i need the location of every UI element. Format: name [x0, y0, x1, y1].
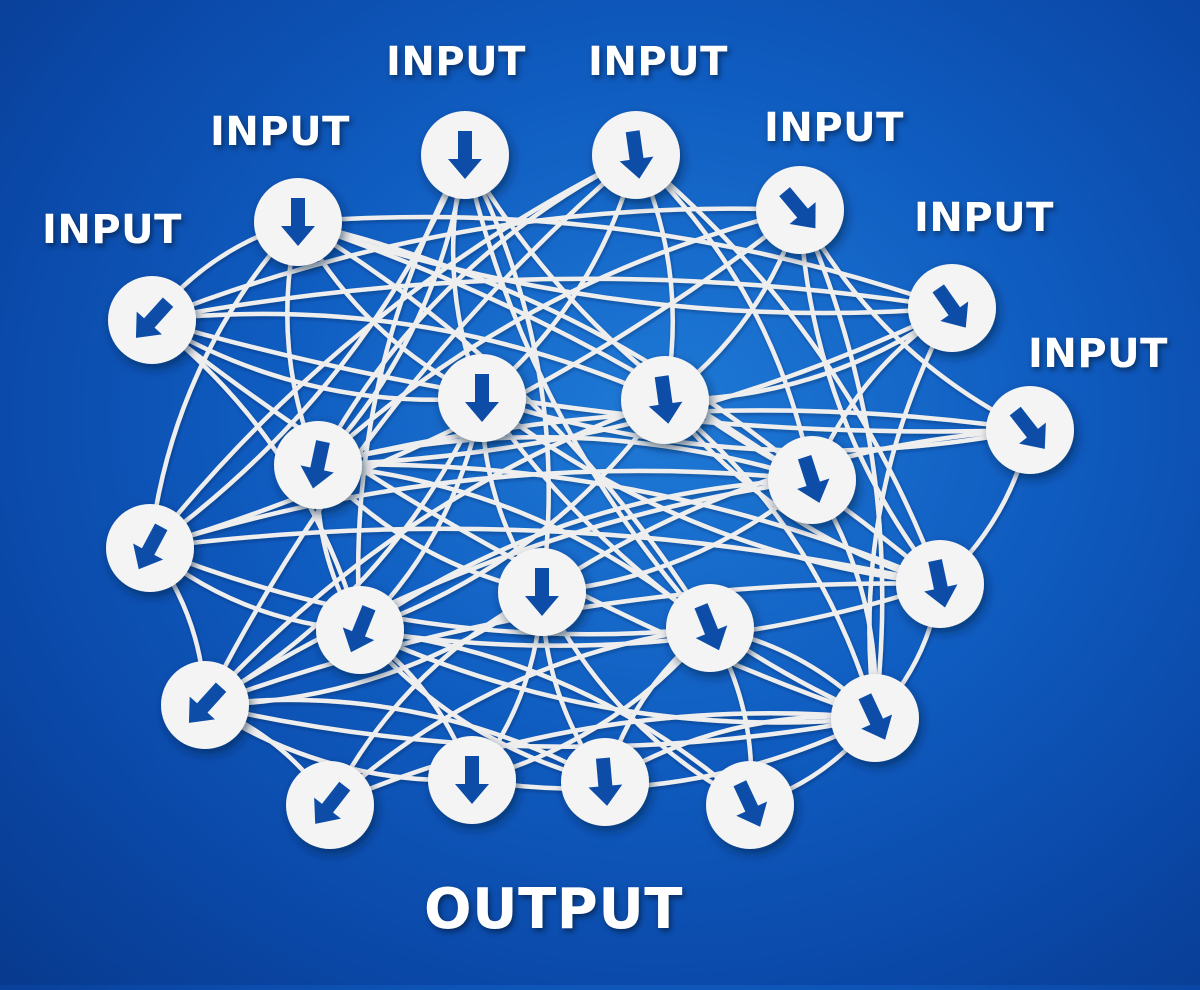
connection-line [357, 627, 753, 808]
hidden-node [831, 674, 919, 762]
hidden-node [666, 584, 754, 672]
output-label: OUTPUT [424, 877, 683, 942]
down-arrow-icon [797, 455, 830, 503]
hidden-node [438, 354, 526, 442]
connection-line [315, 462, 713, 631]
connection-line [147, 152, 639, 551]
input-label: INPUT [914, 195, 1054, 241]
connection-line [327, 625, 713, 808]
connection-line [202, 697, 608, 785]
down-arrow-icon [342, 605, 376, 653]
connection-line [867, 305, 955, 721]
connection-line [149, 311, 668, 403]
connection-line [149, 317, 878, 721]
down-arrow-icon [281, 198, 315, 246]
connection-line [327, 711, 878, 808]
connection-line [147, 545, 713, 637]
down-arrow-icon [135, 297, 174, 338]
input-node [254, 178, 342, 266]
output-node [428, 736, 516, 824]
hidden-node [621, 356, 709, 444]
input-label: INPUT [386, 39, 526, 85]
connection-line [662, 305, 955, 403]
connection-line [202, 397, 668, 708]
down-arrow-icon [932, 284, 969, 328]
connection-line [147, 468, 815, 551]
output-node [561, 738, 649, 826]
down-arrow-icon [779, 187, 816, 229]
connection-line [295, 219, 815, 483]
input-node [756, 166, 844, 254]
input-label: INPUT [210, 109, 350, 155]
hidden-node [896, 540, 984, 628]
connection-line [202, 477, 815, 708]
connection-line [147, 526, 943, 587]
input-node [592, 111, 680, 199]
down-arrow-icon [648, 375, 683, 424]
connection-line [479, 395, 1033, 454]
connection-line [357, 627, 878, 725]
connection-line [295, 214, 955, 311]
hidden-node [274, 421, 362, 509]
down-arrow-icon [588, 757, 623, 806]
network-nodes [106, 111, 1074, 849]
connection-line [149, 317, 485, 402]
connection-line [797, 207, 943, 587]
down-arrow-icon [694, 603, 728, 651]
connection-line [147, 152, 468, 551]
input-label: INPUT [588, 39, 728, 85]
hidden-node [498, 548, 586, 636]
connection-line [633, 152, 943, 587]
down-arrow-icon [300, 440, 334, 489]
down-arrow-icon [525, 568, 559, 616]
output-node [706, 761, 794, 849]
connection-line [357, 581, 943, 648]
down-arrow-icon [1009, 406, 1046, 449]
connection-line [295, 219, 955, 316]
connection-line [315, 462, 943, 587]
connection-line [149, 276, 955, 323]
input-node [421, 111, 509, 199]
hidden-node [161, 661, 249, 749]
connection-line [315, 434, 815, 483]
connection-line [797, 207, 885, 721]
hidden-node [316, 586, 404, 674]
down-arrow-icon [858, 693, 893, 740]
connection-line [357, 477, 815, 633]
down-arrow-icon [188, 682, 227, 723]
hidden-node [768, 436, 856, 524]
input-label: INPUT [42, 207, 182, 253]
down-arrow-icon [448, 131, 482, 179]
connection-line [202, 702, 878, 750]
input-node [108, 276, 196, 364]
down-arrow-icon [924, 559, 958, 608]
hidden-node [106, 504, 194, 592]
input-label: INPUT [764, 105, 904, 151]
connection-line [469, 715, 878, 791]
down-arrow-icon [619, 130, 654, 179]
input-node [908, 264, 996, 352]
connection-line [149, 206, 803, 323]
connection-line [147, 219, 301, 551]
down-arrow-icon [455, 756, 489, 804]
down-arrow-icon [133, 523, 168, 570]
input-label: INPUT [1028, 331, 1168, 377]
output-node [286, 761, 374, 849]
down-arrow-icon [733, 780, 768, 827]
down-arrow-icon [314, 781, 351, 824]
connection-line [662, 397, 878, 721]
connection-line [315, 207, 803, 468]
down-arrow-icon [465, 374, 499, 422]
input-node [986, 386, 1074, 474]
